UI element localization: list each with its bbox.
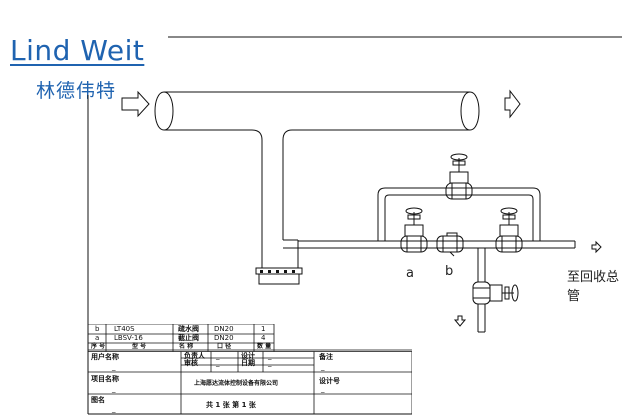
part-no-b: b xyxy=(95,325,100,333)
sheet-count: 共 1 张 第 1 张 xyxy=(206,401,256,409)
date-label: 日期 xyxy=(241,359,255,367)
part-name-b: 疏水阀 xyxy=(178,325,199,333)
drain-valve-icon xyxy=(472,281,519,305)
header-name: 名 称 xyxy=(179,342,194,350)
drain-arrow-icon xyxy=(453,315,467,327)
part-qty-a: 4 xyxy=(261,334,266,342)
review-label: 审核 xyxy=(184,359,198,367)
bypass-loop xyxy=(377,187,541,241)
part-model-b: LT40S xyxy=(114,325,135,333)
valve-a-label: a xyxy=(406,266,414,281)
remark-value: _ xyxy=(321,363,325,371)
project-label: 项目名称 xyxy=(91,375,119,383)
owner-value: _ xyxy=(112,363,116,371)
review-value: _ xyxy=(216,359,220,367)
design-label: 设计 xyxy=(241,352,255,360)
title-block-grid xyxy=(88,324,412,414)
part-size-b: DN20 xyxy=(214,325,234,333)
isolation-valve-a-icon xyxy=(400,207,428,253)
logo-text-cn: 林德伟特 xyxy=(36,80,117,102)
part-model-a: LBSV-16 xyxy=(114,334,143,342)
valve-b-label: b xyxy=(445,264,454,279)
company-name: 上海愿达流体控制设备有限公司 xyxy=(194,380,279,387)
drawing-name-value: _ xyxy=(112,405,116,413)
drawing-no-value: _ xyxy=(321,385,325,393)
inlet-arrow-icon xyxy=(121,90,150,118)
outlet-small-arrow-icon xyxy=(591,240,602,254)
part-qty-b: 1 xyxy=(261,325,266,333)
project-value: _ xyxy=(112,385,116,393)
flange-bolts xyxy=(260,270,295,273)
outlet-label: 至回收总管 xyxy=(567,270,620,304)
remark-label: 备注 xyxy=(319,353,333,361)
responsible-label: 负责人 xyxy=(184,352,205,360)
header-no: 序 号 xyxy=(91,342,106,350)
part-name-a: 截止阀 xyxy=(178,334,199,342)
title-block-table: b LT40S 疏水阀 DN20 1 a LBSV-16 截止阀 DN20 4 … xyxy=(88,324,412,414)
drain-branch-pipe xyxy=(477,248,486,333)
drawing-name-label: 图名 xyxy=(91,396,105,404)
responsible-value: _ xyxy=(216,352,220,360)
part-size-a: DN20 xyxy=(214,334,234,342)
steam-header-pipe xyxy=(154,91,480,131)
header-qty: 数 量 xyxy=(257,342,272,350)
isolation-valve-right-icon xyxy=(495,207,523,253)
bypass-valve-icon xyxy=(445,153,473,200)
date-value: _ xyxy=(268,359,272,367)
drawing-no-label: 设计号 xyxy=(319,377,340,385)
steam-trap-b-icon xyxy=(436,232,464,257)
logo-text-en: Lind Weit xyxy=(10,34,145,67)
drip-leg-pot xyxy=(251,129,303,285)
part-no-a: a xyxy=(95,334,100,342)
owner-label: 用户名称 xyxy=(91,353,119,361)
design-value: _ xyxy=(268,352,272,360)
outlet-arrow-icon xyxy=(504,89,521,119)
header-model: 型 号 xyxy=(132,342,147,350)
header-size: 口 径 xyxy=(217,342,232,350)
